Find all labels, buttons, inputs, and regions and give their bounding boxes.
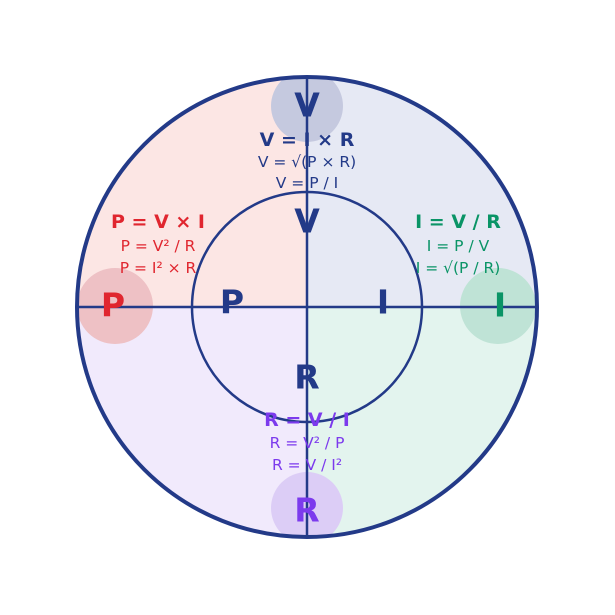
inner-label-v: V bbox=[294, 202, 320, 241]
voltage-formula-main: V = I × R bbox=[260, 129, 355, 151]
voltage-formula-alt: V = √(P × R) bbox=[258, 153, 356, 171]
power-formula-alt: P = V² / R bbox=[121, 237, 196, 255]
resistance-formula-alt: R = V² / P bbox=[270, 434, 345, 452]
outer-label-v: V bbox=[294, 86, 320, 125]
inner-label-i: I bbox=[377, 283, 389, 322]
power-formula-alt: P = I² × R bbox=[120, 259, 197, 277]
outer-label-p: P bbox=[101, 286, 125, 325]
outer-label-i: I bbox=[494, 286, 506, 325]
voltage-formula-alt: V = P / I bbox=[276, 174, 338, 192]
current-formula-main: I = V / R bbox=[415, 211, 501, 233]
power-formula-main: P = V × I bbox=[111, 211, 205, 233]
resistance-formula-main: R = V / I bbox=[264, 409, 350, 431]
resistance-formula-alt: R = V / I² bbox=[272, 456, 342, 474]
current-formula-alt: I = √(P / R) bbox=[416, 259, 501, 277]
inner-label-p: P bbox=[220, 283, 244, 322]
current-formula-alt: I = P / V bbox=[427, 237, 490, 255]
inner-label-r: R bbox=[294, 358, 319, 397]
outer-label-r: R bbox=[294, 491, 319, 530]
